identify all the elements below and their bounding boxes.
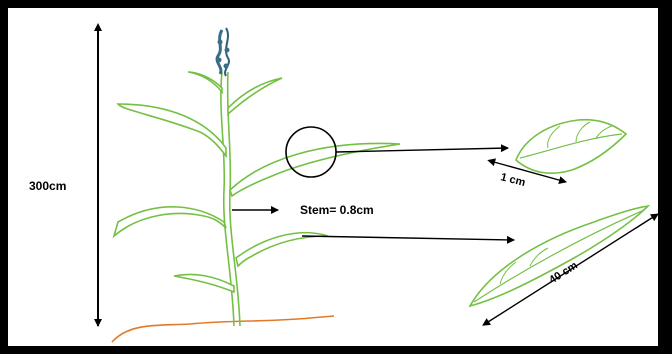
leaf-upper-left [118, 104, 226, 156]
leaf-middle-left [114, 207, 226, 236]
leaf-top-left [188, 72, 222, 92]
leaf-top-right [228, 78, 282, 114]
leaf-lower-right [236, 233, 328, 266]
leaf-length-detail [470, 206, 648, 306]
stem-label: Stem= 0.8cm [300, 203, 374, 217]
panicle [217, 28, 230, 76]
soil-line [112, 316, 334, 342]
leaf-width-label: 1 cm [499, 171, 526, 189]
leaf-bottom-left [174, 274, 234, 292]
leaf-width-detail [516, 120, 626, 173]
leaf-length-arrow [302, 236, 514, 240]
height-label: 300cm [29, 179, 66, 193]
